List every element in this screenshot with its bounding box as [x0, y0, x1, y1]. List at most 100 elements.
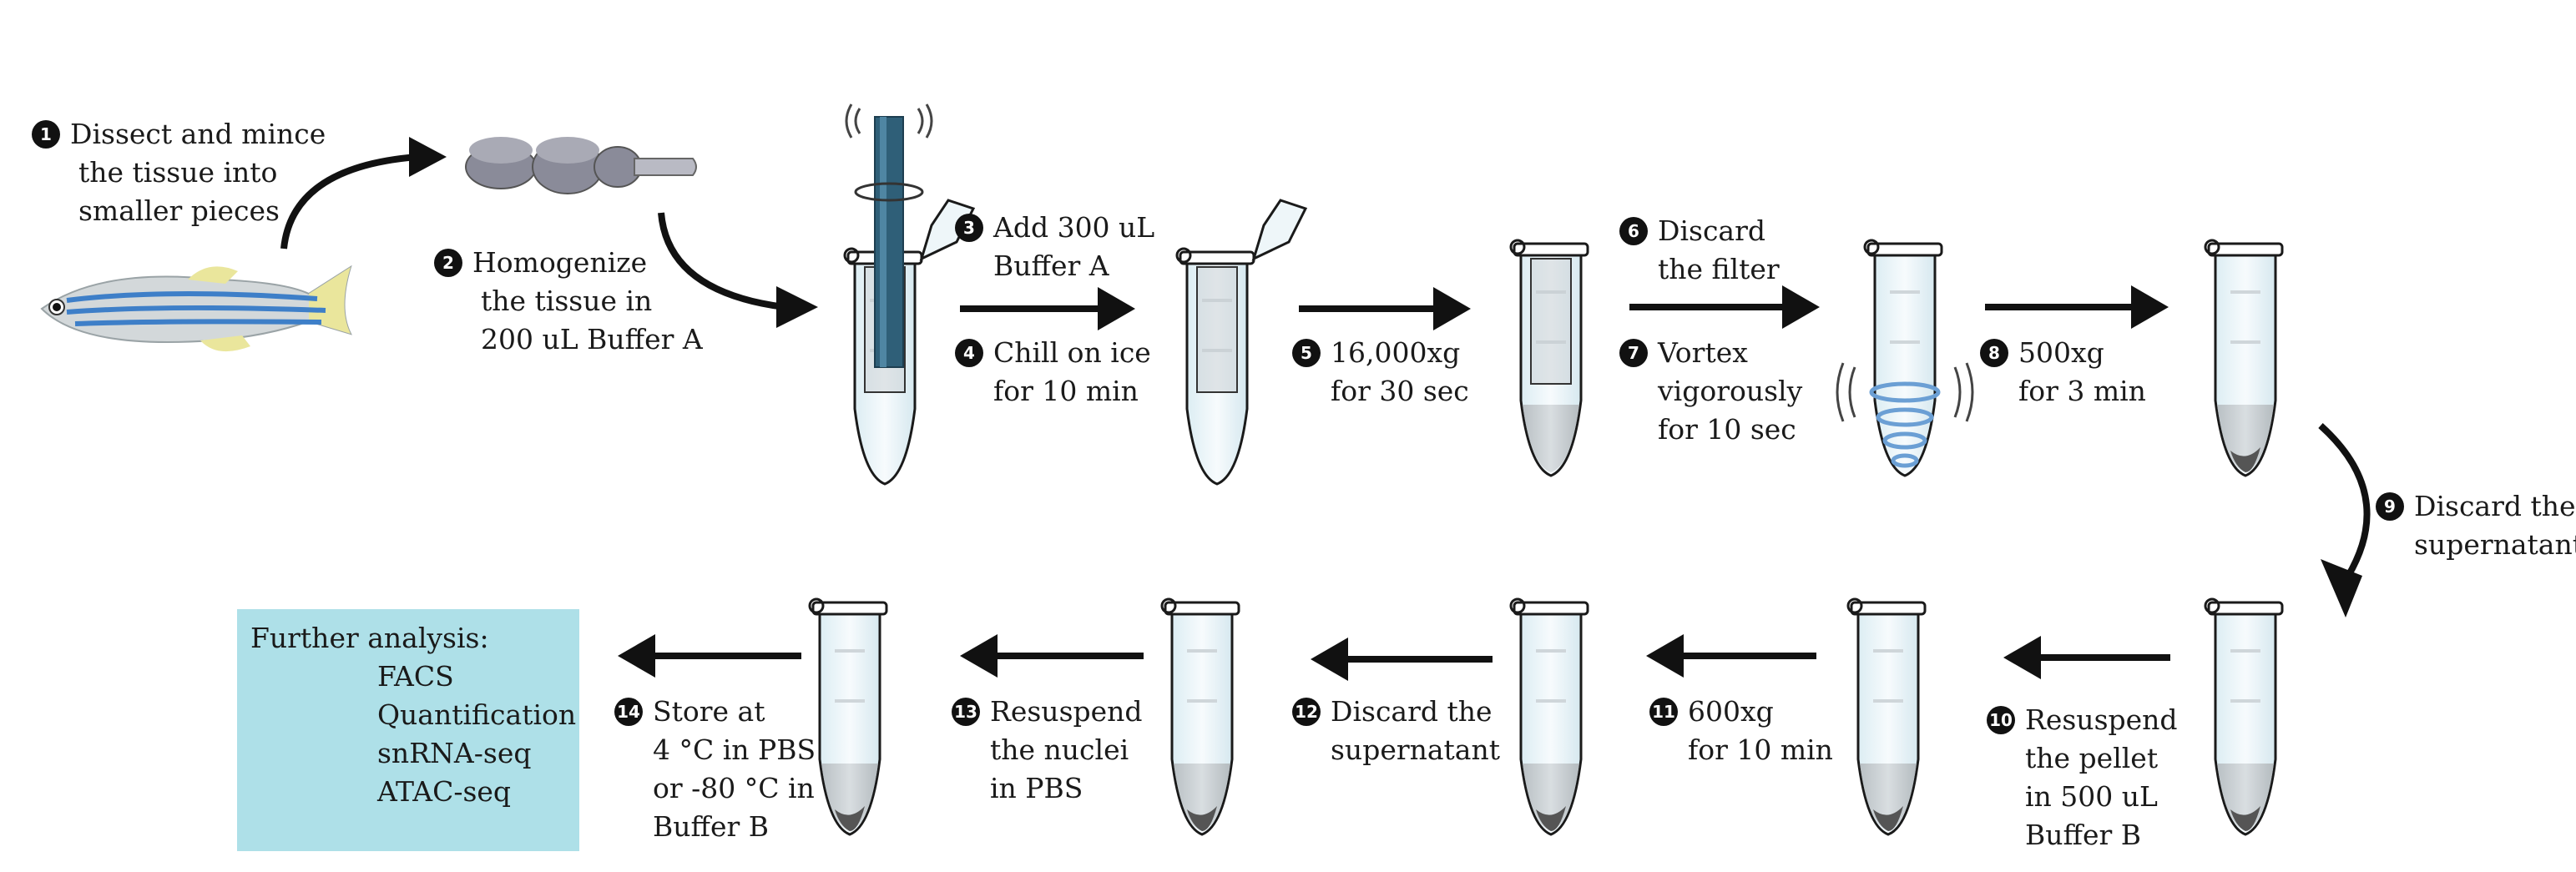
step-text: Discard the	[2414, 490, 2576, 522]
tube-pellet	[1187, 806, 1217, 831]
step-text: Vortex	[1658, 336, 1748, 369]
tube-hinge	[1509, 597, 1526, 614]
process-arrow	[1985, 285, 2169, 329]
arrow-brain-to-tube	[658, 212, 785, 310]
step-text: 500xg	[2018, 336, 2104, 369]
tube-liquid	[1523, 405, 1579, 472]
step-text: Discard the	[1331, 695, 1493, 728]
step-text: Store at	[653, 695, 765, 728]
tube-with-pestle	[843, 199, 976, 486]
step-text: in PBS	[990, 772, 1083, 804]
step-text: or -80 °C in	[653, 772, 815, 804]
process-arrow	[1299, 287, 1471, 330]
tube-filter-spun	[1509, 239, 1589, 477]
analysis-item: snRNA-seq	[377, 737, 532, 769]
step-number-badge: 9	[2376, 492, 2404, 521]
filter-insert	[1530, 258, 1572, 385]
step-number-badge: 4	[955, 339, 983, 367]
step-number-badge: 8	[1980, 339, 2008, 367]
analysis-item: FACS	[377, 660, 454, 693]
step-text: Dissect and mince	[70, 118, 326, 150]
arrowhead	[1311, 638, 1348, 681]
arrowhead	[409, 137, 447, 177]
tube-body	[1873, 254, 1937, 477]
tube-liquid	[2217, 764, 2274, 831]
step-text: supernatant	[2414, 528, 2576, 561]
tube-hinge	[1509, 239, 1526, 255]
step-text: for 3 min	[2018, 375, 2146, 407]
vortex-swirl-illustration	[1836, 362, 1974, 468]
analysis-item: Quantification	[377, 698, 577, 731]
process-arrow	[1646, 634, 1816, 678]
step-number-badge: 1	[32, 120, 60, 149]
tube-liquid	[2217, 405, 2274, 472]
arrowhead	[1646, 634, 1684, 678]
step-text: the nuclei	[990, 733, 1129, 766]
step-number-badge: 6	[1619, 217, 1648, 245]
step-text: smaller pieces	[78, 194, 280, 227]
step-text: vigorously	[1658, 375, 1803, 407]
process-arrow	[960, 634, 1144, 678]
tube-hinge	[2204, 239, 2220, 255]
arrowhead	[2321, 559, 2362, 617]
step-number-badge: 14	[614, 698, 643, 726]
step-text: Buffer B	[653, 810, 769, 843]
tube-resuspend-b	[2204, 597, 2284, 836]
process-arrow	[960, 287, 1135, 330]
arrowhead	[2003, 636, 2041, 679]
arrowhead	[2131, 285, 2169, 329]
analysis-item: ATAC-seq	[377, 775, 512, 808]
step-9-label: 9 Discard the supernatant	[2376, 487, 2576, 564]
step-number-badge: 3	[955, 214, 983, 242]
tube-pellet	[1873, 806, 1903, 831]
step-text: Resuspend	[990, 695, 1143, 728]
arrowhead	[618, 634, 655, 678]
step-text: Buffer B	[2025, 819, 2141, 851]
tube-hinge	[808, 597, 825, 614]
step-text: 600xg	[1688, 695, 1774, 728]
step-text: 16,000xg	[1331, 336, 1461, 369]
step-number-badge: 7	[1619, 339, 1648, 367]
tube-hinge	[1863, 239, 1880, 255]
tube-600xg	[1846, 597, 1927, 836]
arrow-fish-to-brain	[280, 154, 418, 250]
step-text: for 30 sec	[1331, 375, 1469, 407]
step-number-badge: 13	[952, 698, 980, 726]
further-analysis-text: Further analysis: FACS Quantification sn…	[250, 619, 576, 811]
step-number-badge: 2	[434, 249, 462, 277]
step-text: the tissue in	[481, 285, 653, 317]
process-arrow	[1629, 285, 1820, 329]
arrowhead	[1433, 287, 1471, 330]
step-text: for 10 sec	[1658, 413, 1796, 446]
step-text: in 500 uL	[2025, 780, 2158, 813]
step-number-badge: 10	[1987, 706, 2015, 734]
step-1-label: 1 Dissect and mince the tissue into small…	[32, 115, 326, 230]
arrows-group	[618, 285, 2170, 681]
tube-store	[808, 597, 888, 836]
step-number-badge: 11	[1649, 698, 1678, 726]
step-text: the tissue into	[78, 156, 278, 189]
tube-pellet	[1536, 806, 1566, 831]
step-text: Resuspend	[2025, 703, 2178, 736]
further-analysis-box	[237, 609, 579, 851]
step-text: for 10 min	[993, 375, 1139, 407]
step-8-label: 8 500xg for 3 min	[1980, 334, 2146, 411]
brain-illustration	[465, 137, 697, 194]
step-number-badge: 5	[1292, 339, 1321, 367]
filter-insert	[1196, 266, 1238, 393]
tube-open-cap	[1251, 199, 1308, 261]
tube-liquid	[821, 764, 878, 831]
process-arrow	[1311, 638, 1493, 681]
tube-hinge	[2204, 597, 2220, 614]
tube-pellet	[2204, 239, 2284, 477]
pestle-illustration	[845, 103, 933, 368]
process-arrow	[618, 634, 801, 678]
tube-discard-2	[1509, 597, 1589, 836]
